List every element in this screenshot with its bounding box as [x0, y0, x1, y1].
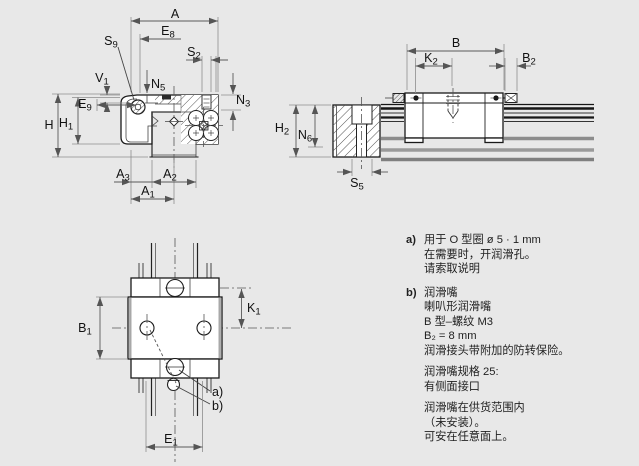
carriage-section-geometry	[120, 86, 223, 168]
dim-label-s2: S2	[187, 45, 201, 62]
dim-label-s9: S9	[104, 34, 118, 51]
note-line: 请索取说明	[424, 263, 480, 275]
side-view-dimensions: B K2 B2 H2 N6 S5	[275, 36, 536, 193]
dim-label-b2: B2	[522, 51, 536, 68]
note-line: 润滑嘴规格 25:	[424, 366, 499, 378]
dim-label-h: H	[44, 118, 53, 132]
note-line: 可安在任意面上。	[424, 431, 514, 443]
dim-label-n5: N5	[151, 77, 165, 94]
dim-label-k2: K2	[424, 51, 438, 68]
dim-label-b: B	[452, 36, 460, 50]
note-line: 润滑嘴在供货范围内	[424, 402, 525, 414]
note-line: 喇叭形润滑嘴	[424, 301, 492, 313]
note-a: a) 用于 O 型圈 ø 5 · 1 mm 在需要时，开润滑孔。 请索取说明	[406, 233, 611, 277]
dim-label-e8: E8	[161, 24, 175, 41]
view-side: B K2 B2 H2 N6 S5	[275, 36, 594, 193]
note-b-body: 润滑嘴 喇叭形润滑嘴 B 型–螺纹 M3 B₂ = 8 mm 润滑接头带附加的防…	[424, 286, 569, 452]
note-line: 润滑嘴	[424, 286, 458, 299]
note-a-tag: a)	[406, 234, 416, 246]
note-b: b) 润滑嘴 喇叭形润滑嘴 B 型–螺纹 M3 B₂ = 8 mm 润滑接头带附…	[406, 286, 611, 452]
note-b-tag: b)	[406, 286, 417, 299]
dim-label-a2: A2	[163, 167, 177, 184]
note-b-group-2: 润滑嘴规格 25: 有侧面接口	[424, 365, 569, 394]
dim-label-s5: S5	[350, 176, 364, 193]
note-line: 有侧面接口	[424, 380, 480, 393]
callout-label-a: a)	[212, 385, 223, 399]
dim-label-h1: H1	[59, 116, 73, 133]
dim-label-e9: E9	[78, 97, 92, 114]
lube-port-side	[502, 93, 518, 103]
note-line: 润滑接头带附加的防转保险。	[424, 344, 570, 357]
dim-label-a: A	[171, 7, 180, 21]
view-top: B1 K1 E1 a) b)	[78, 238, 292, 462]
dim-label-b1: B1	[78, 321, 92, 338]
dim-label-n6: N6	[298, 128, 312, 145]
note-line: 用于 O 型圈 ø 5 · 1 mm	[424, 234, 541, 246]
note-line: （未安装）。	[424, 416, 486, 429]
carriage-top-geometry	[112, 238, 292, 462]
callout-label-b: b)	[212, 399, 223, 413]
note-b-group-3: 润滑嘴在供货范围内 （未安装）。 可安在任意面上。	[424, 401, 569, 445]
rail-end-section	[332, 97, 381, 169]
dim-label-e1: E1	[164, 432, 178, 449]
note-b-group-1: 润滑嘴 喇叭形润滑嘴 B 型–螺纹 M3 B₂ = 8 mm 润滑接头带附加的防…	[424, 286, 569, 359]
rail-lines	[381, 103, 594, 162]
view-cross-section: A E8 S9 S2 V1 N5 N3 E9 H H1 A3 A2 A1	[44, 7, 250, 204]
dim-label-h2: H2	[275, 121, 289, 138]
top-view-dimensions: B1 K1 E1 a) b)	[78, 289, 261, 452]
note-line: B 型–螺纹 M3	[424, 315, 494, 328]
cross-section-dimensions: A E8 S9 S2 V1 N5 N3 E9 H H1 A3 A2 A1	[44, 7, 250, 204]
note-line: 在需要时，开润滑孔。	[424, 248, 536, 261]
dim-label-a3: A3	[116, 167, 130, 184]
dim-label-k1: K1	[247, 301, 261, 318]
note-a-body: 用于 O 型圈 ø 5 · 1 mm 在需要时，开润滑孔。 请索取说明	[424, 233, 541, 277]
dim-label-a1: A1	[141, 184, 155, 201]
dim-label-n3: N3	[236, 93, 250, 110]
dim-label-v1: V1	[95, 71, 109, 88]
notes-block: a) 用于 O 型圈 ø 5 · 1 mm 在需要时，开润滑孔。 请索取说明 b…	[406, 233, 611, 461]
note-line: B₂ = 8 mm	[424, 330, 477, 342]
carriage-side-geometry	[385, 88, 518, 144]
lube-port-end	[385, 93, 405, 103]
